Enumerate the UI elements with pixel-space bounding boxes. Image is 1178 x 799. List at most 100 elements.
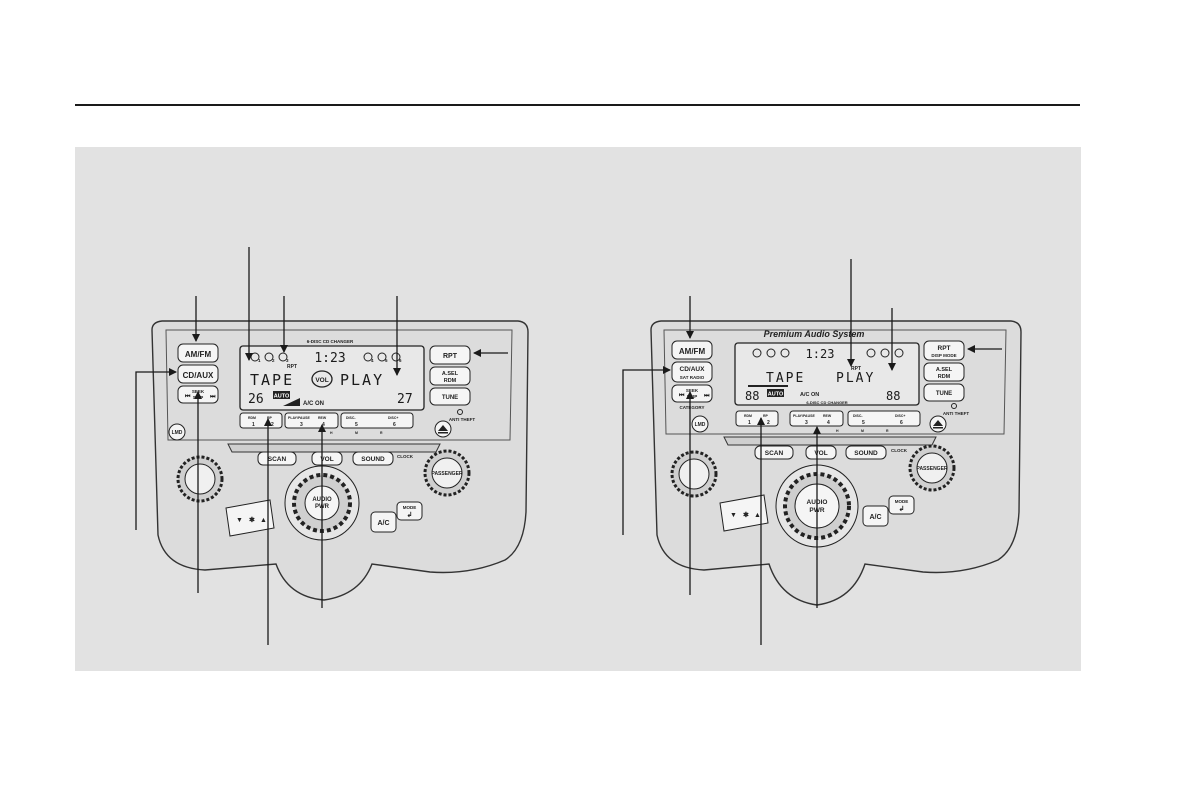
am-fm-button[interactable]: AM/FM (177, 343, 219, 363)
callout-lines-left (135, 247, 508, 645)
lmd-button[interactable]: LMD (691, 415, 709, 433)
svg-text:5: 5 (862, 420, 865, 426)
passenger-temp-knob[interactable]: PASSENGER (908, 444, 956, 492)
fan-speed-buttons[interactable]: ▼ ✱ ▲ (719, 494, 769, 532)
svg-text:⏭: ⏭ (210, 394, 216, 400)
preset-buttons: RDM RP PLAY/PAUSE REW DISC- DISC+ 1 2 3 … (735, 410, 921, 433)
svg-text:SCAN: SCAN (765, 450, 784, 457)
svg-text:H: H (330, 431, 333, 435)
svg-text:MODE: MODE (895, 499, 909, 504)
svg-text:RDM: RDM (938, 374, 951, 380)
cd-slot (227, 443, 441, 453)
a-sel-rdm-button[interactable]: A.SEL RDM (429, 366, 471, 386)
lcd-temp-left: 26 (248, 392, 264, 407)
svg-text:1: 1 (258, 358, 261, 363)
preset-button-5-6[interactable] (340, 412, 414, 429)
eject-button[interactable] (929, 415, 947, 433)
svg-text:3: 3 (805, 420, 808, 426)
scan-button[interactable]: SCAN (257, 451, 297, 466)
lcd-ac-on: A/C ON (303, 401, 324, 407)
callout-lines-right (622, 259, 1002, 645)
lcd-ac-on: A/C ON (800, 392, 819, 398)
svg-text:VOL: VOL (320, 456, 333, 463)
fan-bars (283, 398, 300, 406)
svg-text:SCAN: SCAN (268, 456, 287, 463)
svg-text:LMD: LMD (172, 430, 183, 436)
seek-skip-button[interactable]: ⏮ ⏭ SEEK SKIP (671, 384, 713, 403)
cd-aux-sat-button[interactable]: CD/AUX SAT RADIO (671, 361, 713, 383)
svg-text:A/C: A/C (377, 520, 389, 527)
mode-button[interactable]: MODE ↲ (396, 501, 423, 521)
rpt-button[interactable]: RPT (429, 345, 471, 365)
ac-button[interactable]: A/C (862, 505, 889, 527)
svg-text:MODE: MODE (403, 505, 417, 510)
lcd-temp-left: 88 (745, 389, 759, 403)
rpt-disp-mode-button[interactable]: RPT DISP MODE (923, 340, 965, 361)
driver-temp-knob[interactable] (670, 450, 718, 498)
svg-text:1: 1 (252, 422, 255, 428)
svg-text:AM/FM: AM/FM (185, 350, 212, 359)
svg-text:DISC+: DISC+ (388, 416, 398, 420)
scan-button[interactable]: SCAN (754, 445, 794, 460)
svg-text:PASSENGER: PASSENGER (431, 471, 462, 477)
sound-button[interactable]: SOUND (845, 445, 887, 460)
svg-text:LMD: LMD (695, 422, 706, 428)
svg-text:VOL: VOL (315, 377, 328, 384)
eject-button[interactable] (434, 420, 452, 438)
vol-button[interactable]: VOL (311, 451, 343, 466)
header-rule (75, 104, 1080, 106)
sound-button[interactable]: SOUND (352, 451, 394, 466)
category-label: CATEGORY (679, 405, 704, 410)
preset-button-1-2[interactable] (239, 412, 283, 429)
anti-theft-label: ANTI THEFT (449, 417, 475, 422)
svg-text:4: 4 (371, 358, 374, 363)
am-fm-button[interactable]: AM/FM (671, 340, 713, 360)
svg-text:RP: RP (763, 414, 769, 418)
svg-text:PLAY/PAUSE: PLAY/PAUSE (793, 414, 815, 418)
changer-label: 6-DISC CD CHANGER (307, 339, 354, 344)
tune-button[interactable]: TUNE (923, 383, 965, 402)
ac-button[interactable]: A/C (370, 511, 397, 533)
lcd-tape: TAPE (250, 371, 294, 389)
auto-badge (273, 391, 290, 399)
svg-text:DISC-: DISC- (346, 416, 356, 420)
svg-text:A/C: A/C (869, 514, 881, 521)
svg-text:RDM: RDM (444, 378, 457, 384)
svg-text:↲: ↲ (899, 505, 905, 513)
svg-text:⏮: ⏮ (185, 394, 191, 400)
tune-button[interactable]: TUNE (429, 387, 471, 406)
svg-text:6: 6 (399, 358, 402, 363)
svg-text:1: 1 (748, 420, 751, 426)
svg-text:PASSENGER: PASSENGER (916, 466, 947, 472)
a-sel-rdm-button[interactable]: A.SEL RDM (923, 362, 965, 382)
svg-text:SAT RADIO: SAT RADIO (680, 375, 705, 380)
lcd-temp-right: 27 (397, 392, 413, 407)
audio-unit-left: AM/FM CD/AUX ⏮ ⏭ SEEK SKIP LMD 6-DISC CD… (135, 247, 529, 645)
svg-text:SEEK: SEEK (686, 388, 699, 393)
preset-button-1-2[interactable] (735, 410, 779, 427)
cd-aux-button[interactable]: CD/AUX (177, 364, 219, 384)
svg-text:SKIP: SKIP (687, 394, 698, 399)
svg-text:A.SEL: A.SEL (936, 367, 953, 373)
lcd-clock: 1:23 (806, 347, 835, 361)
vol-button[interactable]: VOL (805, 445, 837, 460)
fan-speed-buttons[interactable]: ▼ ✱ ▲ (225, 499, 275, 537)
svg-text:AM/FM: AM/FM (679, 347, 706, 356)
svg-text:⏮: ⏮ (679, 393, 685, 399)
preset-button-5-6[interactable] (847, 410, 921, 427)
svg-text:TUNE: TUNE (442, 395, 458, 401)
svg-text:6: 6 (393, 422, 396, 428)
svg-text:M: M (355, 431, 358, 435)
svg-text:▼: ▼ (730, 512, 737, 519)
passenger-temp-knob[interactable]: PASSENGER (423, 449, 471, 497)
svg-text:H: H (836, 429, 839, 433)
driver-temp-knob[interactable] (176, 455, 224, 503)
svg-text:SOUND: SOUND (361, 456, 385, 463)
svg-text:3: 3 (300, 422, 303, 428)
svg-text:CD/AUX: CD/AUX (183, 371, 214, 380)
lmd-button[interactable]: LMD (168, 423, 186, 441)
anti-theft-led (951, 403, 957, 409)
mode-button[interactable]: MODE ↲ (888, 495, 915, 515)
svg-text:DISC+: DISC+ (895, 414, 905, 418)
